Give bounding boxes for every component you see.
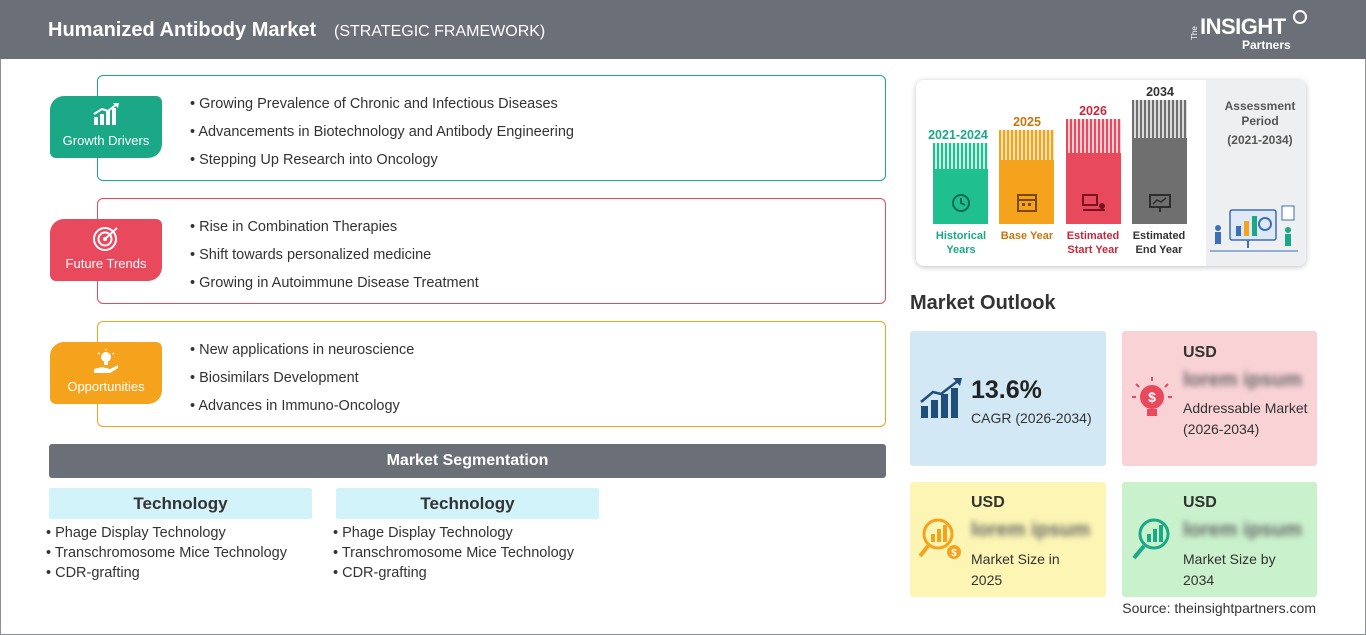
timeline-year: 2025 [1013,115,1041,129]
svg-text:$: $ [1148,389,1156,405]
list-item: Growing in Autoimmune Disease Treatment [190,269,479,297]
segment-list: Phage Display Technology Transchromosome… [46,523,287,583]
page-subtitle: (STRATEGIC FRAMEWORK) [334,23,546,40]
segment-heading: Technology [49,488,312,519]
money-bulb-icon: $ [1132,377,1172,416]
cagr-tile: 13.6% CAGR (2026-2034) [910,331,1106,466]
list-item: Phage Display Technology [46,523,287,543]
addressable-market-tile: $ USD lorem ipsum Addressable Market (20… [1122,331,1317,466]
assessment-period: Assessment Period (2021-2034) [1210,99,1310,148]
future-trends-label: Future Trends [65,256,147,271]
market-segmentation-bar: Market Segmentation [49,444,886,478]
source-credit: Source: theinsightpartners.com [1122,600,1316,616]
usd-label: USD [1183,494,1217,511]
history-icon [952,194,970,212]
list-item: Advancements in Biotechnology and Antibo… [190,118,574,146]
segment-heading: Technology [336,488,599,519]
header-bar: Humanized Antibody Market (STRATEGIC FRA… [0,0,1366,59]
historical-years-bar [933,143,988,224]
assessment-label: Assessment Period [1224,99,1296,128]
market-size-2034-tile: USD lorem ipsum Market Size by 2034 [1122,482,1317,597]
market-desc: Market Size in 2025 [971,551,1060,588]
list-item: Phage Display Technology [333,523,574,543]
market-size-2025-tile: $ USD lorem ipsum Market Size in 2025 [910,482,1106,597]
growth-drivers-badge: Growth Drivers [50,96,162,158]
timeline-label: Estimated Start Year [1066,230,1120,256]
list-item: Stepping Up Research into Oncology [190,146,574,174]
target-icon [93,227,118,251]
calendar-icon [1017,194,1037,212]
list-item: Transchromosome Mice Technology [333,543,574,563]
list-item: Transchromosome Mice Technology [46,543,287,563]
insight-partners-logo: The INSIGHT Partners [1190,10,1310,54]
timeline-year: 2021-2024 [928,128,988,142]
magnifier-growth-icon [1132,518,1170,560]
growth-chart-icon [93,103,119,125]
segment-list: Phage Display Technology Transchromosome… [333,523,574,583]
assessment-years: (2021-2034) [1227,133,1293,147]
list-item: CDR-grafting [333,563,574,583]
opportunities-badge: Opportunities [50,342,162,404]
list-item: Advances in Immuno-Oncology [190,392,414,420]
market-value: lorem ipsum [1183,369,1302,391]
usd-label: USD [971,494,1005,511]
market-desc: Market Size by 2034 [1183,551,1276,588]
market-value: lorem ipsum [1183,519,1302,541]
list-item: CDR-grafting [46,563,287,583]
market-desc: Addressable Market (2026-2034) [1183,400,1308,437]
usd-label: USD [1183,344,1217,361]
page-title: Humanized Antibody Market [48,19,317,41]
magnifier-chart-icon: $ [918,518,961,559]
list-item: Shift towards personalized medicine [190,241,479,269]
base-year-bar [999,130,1054,224]
future-trends-list: Rise in Combination Therapies Shift towa… [190,213,479,297]
cagr-value: 13.6% [971,376,1042,404]
timeline-year: 2034 [1146,85,1174,99]
list-item: Growing Prevalence of Chronic and Infect… [190,90,574,118]
market-outlook-title: Market Outlook [910,292,1056,314]
timeline-label: Historical Years [935,230,987,256]
opportunities-label: Opportunities [67,379,145,394]
market-value: lorem ipsum [971,519,1090,541]
timeline-label: Estimated End Year [1132,230,1186,256]
cagr-label: CAGR (2026-2034) [971,410,1092,426]
analytics-people-icon [1210,205,1298,252]
list-item: New applications in neuroscience [190,336,414,364]
lightbulb-hand-icon [94,349,118,373]
opportunities-list: New applications in neuroscience Biosimi… [190,336,414,420]
list-item: Biosimilars Development [190,364,414,392]
svg-text:$: $ [951,548,957,559]
growth-drivers-list: Growing Prevalence of Chronic and Infect… [190,90,574,174]
estimated-start-year-bar [1066,119,1121,224]
timeline-label: Base Year [1000,230,1054,242]
growth-drivers-label: Growth Drivers [62,133,150,148]
projector-icon [1082,194,1105,211]
presentation-icon [1149,194,1171,212]
list-item: Rise in Combination Therapies [190,213,479,241]
growth-chart-icon [920,378,962,418]
timeline-year: 2026 [1079,104,1107,118]
future-trends-badge: Future Trends [50,219,162,281]
estimated-end-year-bar [1132,100,1187,224]
